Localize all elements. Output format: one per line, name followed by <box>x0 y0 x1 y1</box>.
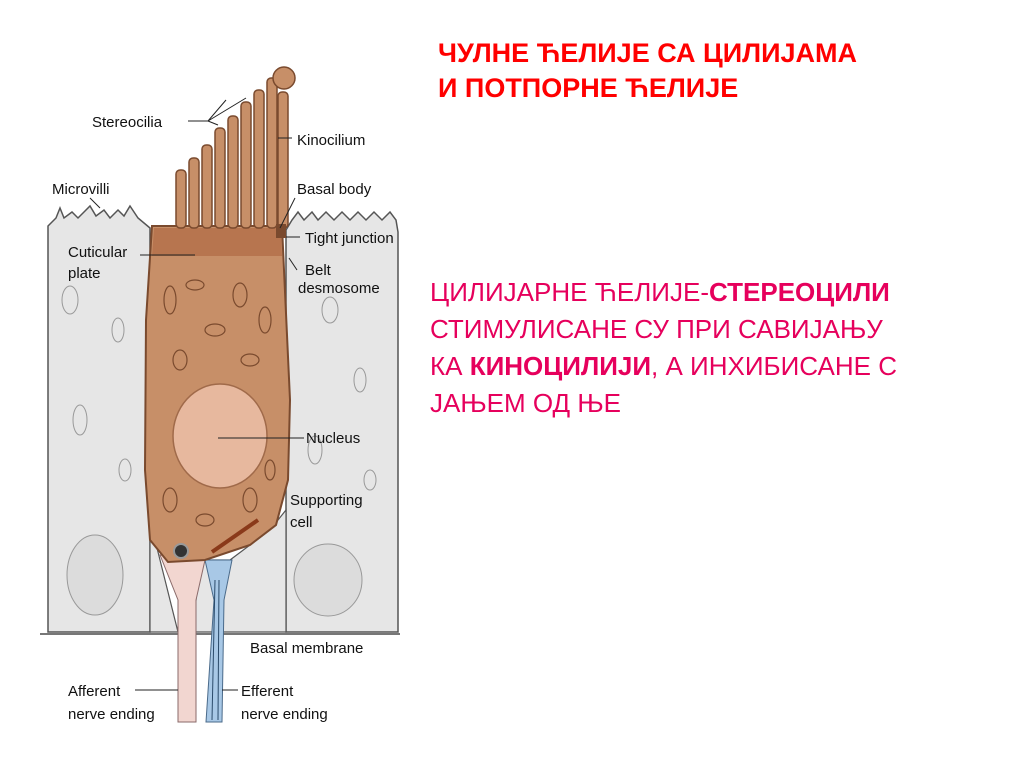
supporting-cell-right <box>285 210 399 633</box>
supporting-nucleus-left <box>66 534 124 616</box>
label-efferent-1: Efferent <box>241 683 294 700</box>
slide-body-text: ЦИЛИЈАРНЕ ЋЕЛИЈЕ-СТЕРЕОЦИЛИ СТИМУЛИСАНЕ … <box>430 274 1024 422</box>
body-line-4: ЈАЊЕМ ОД ЊЕ <box>430 388 621 418</box>
label-supporting-cell-2: cell <box>290 514 313 531</box>
body-text: ЦИЛИЈАРНЕ ЋЕЛИЈЕ- <box>430 277 709 307</box>
label-microvilli: Microvilli <box>52 181 110 198</box>
label-basal-body: Basal body <box>297 181 372 198</box>
leader-lines <box>89 97 304 691</box>
label-belt-desmosome-2: desmosome <box>298 280 380 297</box>
label-cuticular-plate-1: Cuticular <box>68 244 127 261</box>
basal-body <box>276 224 286 238</box>
label-afferent-1: Afferent <box>68 683 121 700</box>
label-basal-membrane: Basal membrane <box>250 640 363 657</box>
label-stereocilia: Stereocilia <box>92 114 163 131</box>
body-line-3: КА КИНОЦИЛИЈИ, А ИНХИБИСАНЕ С <box>430 348 1024 385</box>
label-cuticular-plate-2: plate <box>68 265 101 282</box>
body-line-1: ЦИЛИЈАРНЕ ЋЕЛИЈЕ-СТЕРЕОЦИЛИ <box>430 274 1024 311</box>
body-bold-text: КИНОЦИЛИЈИ <box>469 351 652 381</box>
organelles <box>162 279 276 527</box>
label-belt-desmosome-1: Belt <box>305 262 332 279</box>
cuticular-plate <box>152 228 282 256</box>
afferent-nerve <box>159 554 206 723</box>
nucleus <box>172 383 268 489</box>
body-bold-text: СТЕРЕОЦИЛИ <box>709 277 890 307</box>
diagram-labels: Stereocilia Kinocilium Microvilli Basal … <box>52 114 394 723</box>
label-kinocilium: Kinocilium <box>297 132 365 149</box>
hair-cell-diagram: Stereocilia Kinocilium Microvilli Basal … <box>40 66 400 723</box>
label-supporting-cell-1: Supporting <box>290 492 363 509</box>
slide-title: ЧУЛНЕ ЋЕЛИЈЕ СА ЦИЛИЈАМА И ПОТПОРНЕ ЋЕЛИ… <box>438 36 1018 106</box>
label-afferent-2: nerve ending <box>68 706 155 723</box>
stereocilia <box>175 66 296 229</box>
supporting-nucleus-right <box>293 543 363 617</box>
body-text: КА <box>430 351 470 381</box>
synapse-vesicle <box>173 543 189 559</box>
synaptic-ribbon <box>210 518 260 554</box>
title-line-1: ЧУЛНЕ ЋЕЛИЈЕ СА ЦИЛИЈАМА <box>438 38 858 68</box>
body-text: , А ИНХИБИСАНЕ С <box>651 351 897 381</box>
nerve-endings <box>159 554 233 723</box>
label-efferent-2: nerve ending <box>241 706 328 723</box>
label-tight-junction: Tight junction <box>305 230 394 247</box>
title-line-2: И ПОТПОРНЕ ЋЕЛИЈЕ <box>438 73 739 103</box>
body-line-2: СТИМУЛИСАНЕ СУ ПРИ САВИЈАЊУ <box>430 314 883 344</box>
label-nucleus: Nucleus <box>306 430 360 447</box>
